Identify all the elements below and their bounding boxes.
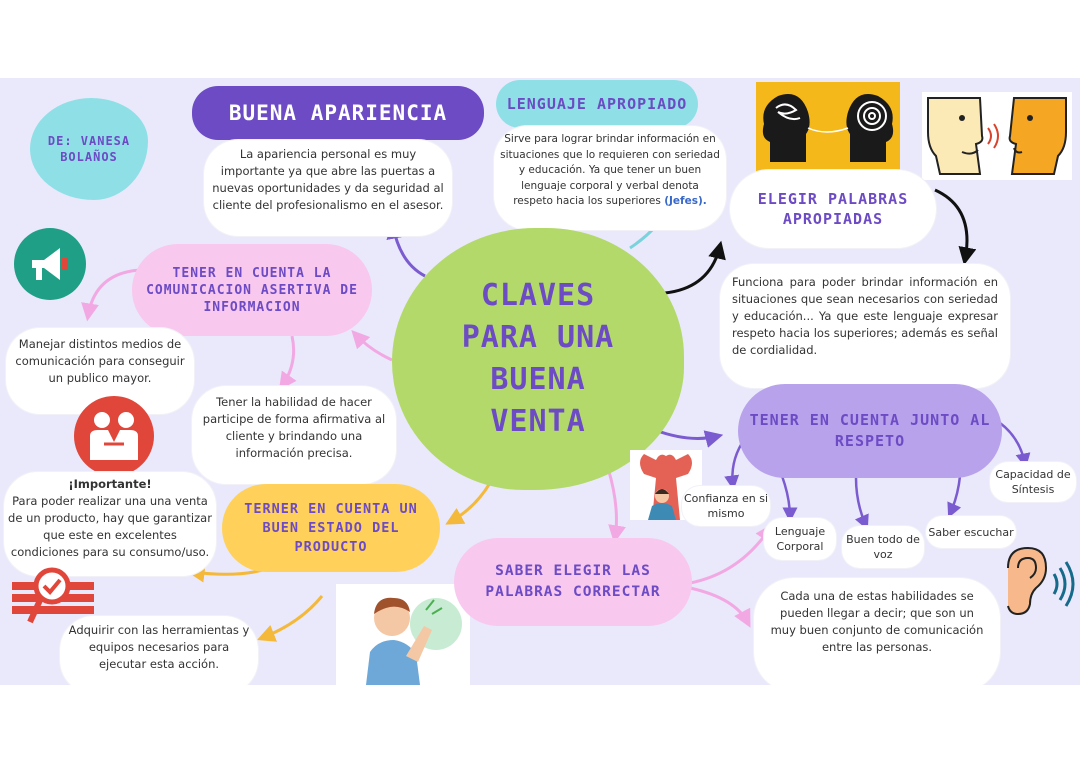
center-title-line-4: VENTA (490, 404, 586, 439)
comunicacion-left-text: Manejar distintos medios de comunicación… (15, 337, 185, 385)
arrow-center-to-palabras (606, 467, 626, 544)
producto-title-line-3: PRODUCTO (294, 538, 368, 555)
estado-producto-cloud: Adquirir con las herramientas y equipos … (60, 616, 258, 685)
arrow-comunicacion-down (278, 335, 297, 391)
arrow-producto-down (256, 595, 324, 642)
arrow-center-to-comunicacion (351, 330, 393, 362)
respeto-title-line-2: RESPETO (834, 432, 906, 450)
author-blob: DE: VANESA BOLAÑOS (30, 98, 148, 200)
buena-apariencia-cloud: La apariencia personal es muy importante… (204, 140, 452, 236)
arrow-center-to-respeto (654, 428, 724, 448)
importante-content: ¡Importante! Para poder realizar una una… (4, 476, 216, 561)
buena-apariencia-title-box: BUENA APARIENCIA (192, 86, 484, 140)
megaphone-icon (14, 228, 86, 300)
lenguaje-apropiado-highlight: (Jefes). (664, 195, 707, 207)
arrow-respeto-escuchar (947, 475, 962, 519)
comunicacion-asertiva-title-blob: TENER EN CUENTA LA COMUNICACION ASERTIVA… (132, 244, 372, 336)
producto-title-line-1: TERNER EN CUENTA UN (244, 500, 418, 517)
respeto-item-confianza-label: Confianza en si mismo (683, 492, 769, 520)
mind-map-board: DE: VANESA BOLAÑOS BUENA APARIENCIA La a… (0, 78, 1080, 685)
ear-icon (1000, 544, 1078, 618)
respeto-item-sintesis: Capacidad de Síntesis (990, 462, 1076, 502)
elegir-palabras-title-line-2: APROPIADAS (782, 210, 884, 228)
center-title-line-1: CLAVES (480, 278, 596, 313)
elegir-palabras-title-cloud: ELEGIR PALABRAS APROPIADAS (730, 170, 936, 248)
comunicacion-bottom-cloud: Tener la habilidad de hacer participe de… (192, 386, 396, 484)
buena-apariencia-text: La apariencia personal es muy importante… (212, 147, 444, 212)
palabras-correctar-cloud: Cada una de estas habilidades se pueden … (754, 578, 1000, 685)
author-line-1: DE: VANESA (47, 134, 131, 148)
lenguaje-apropiado-cloud: Sirve para lograr brindar información en… (494, 126, 726, 230)
comunicacion-bottom-text: Tener la habilidad de hacer participe de… (202, 395, 386, 460)
respeto-item-sintesis-label: Capacidad de Síntesis (995, 468, 1071, 496)
comunicacion-title-line-1: TENER EN CUENTA LA (172, 265, 332, 281)
estado-producto-title-blob: TERNER EN CUENTA UN BUEN ESTADO DEL PROD… (222, 484, 440, 572)
talking-faces-icon (922, 92, 1072, 180)
thinking-man-icon (336, 584, 470, 685)
heads-thinking-icon (756, 82, 900, 172)
importante-cloud: ¡Importante! Para poder realizar una una… (4, 472, 216, 576)
respeto-title-line-1: TENER EN CUENTA JUNTO AL (749, 411, 991, 429)
arrow-respeto-voz (854, 477, 869, 531)
producto-title-line-2: BUEN ESTADO DEL (262, 519, 400, 536)
comunicacion-title-line-2: COMUNICACION ASERTIVA DE (146, 282, 358, 298)
palabras-title-line-2: PALABRAS CORRECTAR (485, 584, 661, 600)
arrow-elegir-down (934, 188, 977, 266)
partnership-icon (74, 396, 154, 476)
arrow-respeto-lenguaje (780, 475, 798, 523)
arrow-palabras-up (689, 523, 773, 585)
arrow-center-to-elegir (664, 240, 726, 295)
center-title-line-2: PARA UNA (461, 320, 615, 355)
arrow-respeto-sintesis (999, 422, 1031, 469)
center-title-line-3: BUENA (490, 362, 586, 397)
elegir-palabras-cloud: Funciona para poder brindar información … (720, 264, 1010, 388)
importante-label: ¡Importante! (68, 477, 152, 491)
respeto-item-escuchar: Saber escuchar (926, 516, 1016, 548)
center-blob: CLAVES PARA UNA BUENA VENTA (392, 228, 684, 490)
elegir-palabras-title-line-1: ELEGIR PALABRAS (757, 190, 909, 208)
quality-check-icon (10, 564, 96, 628)
respeto-item-escuchar-label: Saber escuchar (928, 525, 1014, 539)
respeto-item-lenguaje: Lenguaje Corporal (764, 518, 836, 560)
palabras-title-line-1: SABER ELEGIR LAS (495, 563, 651, 579)
respeto-item-voz-label: Buen todo de voz (846, 533, 920, 561)
respeto-item-confianza: Confianza en si mismo (682, 486, 770, 526)
lenguaje-apropiado-text: Sirve para lograr brindar información en… (494, 132, 726, 210)
lenguaje-apropiado-title: LENGUAJE APROPIADO (506, 95, 688, 113)
respeto-item-voz: Buen todo de voz (842, 526, 924, 568)
comunicacion-title-line-3: INFORMACION (203, 299, 301, 315)
elegir-palabras-text: Funciona para poder brindar información … (732, 275, 998, 357)
palabras-correctar-title-blob: SABER ELEGIR LAS PALABRAS CORRECTAR (454, 538, 692, 626)
respeto-item-lenguaje-label: Lenguaje Corporal (774, 525, 826, 553)
estado-producto-text: Adquirir con las herramientas y equipos … (68, 623, 250, 671)
buena-apariencia-title: BUENA APARIENCIA (228, 101, 448, 125)
lenguaje-apropiado-text-main: Sirve para lograr brindar información en… (500, 133, 720, 207)
author-line-2: BOLAÑOS (60, 150, 118, 164)
lenguaje-apropiado-title-box: LENGUAJE APROPIADO (496, 80, 698, 128)
arrow-palabras-down (689, 586, 751, 628)
arrow-respeto-confianza (724, 442, 744, 491)
palabras-correctar-text: Cada una de estas habilidades se pueden … (770, 589, 984, 654)
importante-text: Para poder realizar una una venta de un … (8, 494, 212, 559)
arrow-comunicacion-left (81, 268, 141, 322)
arrow-center-to-producto (445, 482, 492, 525)
respeto-title-blob: TENER EN CUENTA JUNTO AL RESPETO (738, 384, 1002, 478)
